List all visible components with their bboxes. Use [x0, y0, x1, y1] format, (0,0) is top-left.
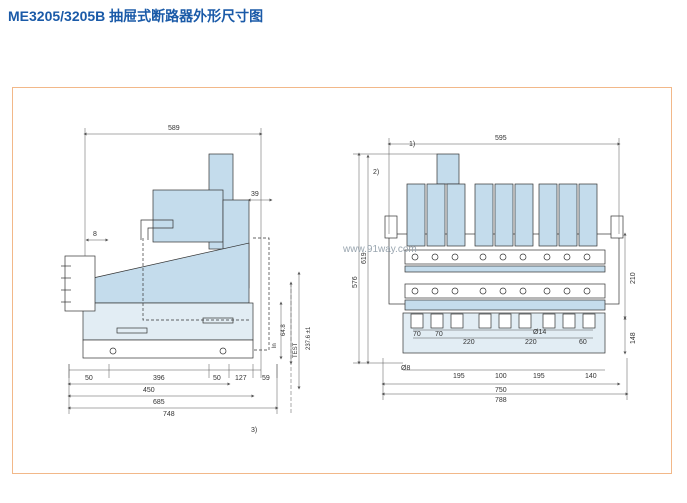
side-upper-box: [152, 189, 224, 243]
side-base: [82, 339, 254, 359]
side-terminal-block: [64, 255, 96, 312]
dim-195-b: 195: [533, 373, 545, 380]
dimension-drawing: 589 39 8 50 396 50 127 59 450 685 748 3)…: [61, 125, 637, 434]
page-title: ME3205/3205B 抽屉式断路器外形尺寸图: [8, 8, 264, 24]
dim-220-a: 220: [463, 339, 475, 346]
label-test: TEST: [293, 342, 299, 358]
label-64-8: 64.8: [281, 324, 287, 336]
front-top-cover: [436, 153, 460, 185]
front-view-dimensions: [353, 138, 629, 400]
front-connector-row-top: [404, 249, 606, 311]
dim-195-a: 195: [453, 373, 465, 380]
dim-50-left: 50: [85, 375, 93, 382]
watermark-text: www.91way.com: [342, 244, 417, 255]
dim-589: 589: [168, 125, 180, 132]
dim-100: 100: [495, 373, 507, 380]
dim-210: 210: [630, 272, 637, 284]
side-handle: [140, 219, 174, 240]
front-view-dim-labels: 595 1) 2) 576 619 210 148 70 70 220 220 …: [352, 135, 637, 404]
dim-450: 450: [143, 387, 155, 394]
side-slope-body: [92, 242, 250, 304]
dim-685: 685: [153, 399, 165, 406]
hole-d8: Ø8: [401, 365, 410, 372]
dim-127: 127: [235, 375, 247, 382]
dim-60: 60: [579, 339, 587, 346]
front-screws: [411, 253, 591, 295]
note-3: 3): [251, 427, 257, 434]
note-2: 2): [373, 169, 379, 176]
side-view-dimensions: [67, 128, 301, 414]
drawing-frame: 589 39 8 50 396 50 127 59 450 685 748 3)…: [12, 87, 672, 474]
dim-748: 748: [163, 411, 175, 418]
front-lower-terminals: [410, 313, 596, 329]
dim-595: 595: [495, 135, 507, 142]
side-chassis: [82, 302, 254, 341]
dim-8: 8: [93, 231, 97, 238]
dim-148: 148: [630, 332, 637, 344]
dim-788: 788: [495, 397, 507, 404]
dim-39: 39: [251, 191, 259, 198]
dim-576: 576: [352, 276, 359, 288]
dim-59: 59: [262, 375, 270, 382]
dim-70-a: 70: [413, 331, 421, 338]
front-view: [384, 153, 624, 354]
label-237-6: 237.6 ±1: [306, 326, 312, 350]
hole-d14: Ø14: [533, 329, 546, 336]
dim-140: 140: [585, 373, 597, 380]
dim-70-b: 70: [435, 331, 443, 338]
note-1: 1): [409, 141, 415, 148]
dim-396: 396: [153, 375, 165, 382]
front-terminal-row: [406, 183, 598, 247]
dim-50-mid: 50: [213, 375, 221, 382]
label-ln: ln: [272, 343, 278, 348]
dim-750: 750: [495, 387, 507, 394]
dim-220-b: 220: [525, 339, 537, 346]
dim-619: 619: [361, 252, 368, 264]
side-view: [61, 153, 270, 359]
side-view-dim-labels: 589 39 8 50 396 50 127 59 450 685 748 3)…: [85, 125, 312, 434]
